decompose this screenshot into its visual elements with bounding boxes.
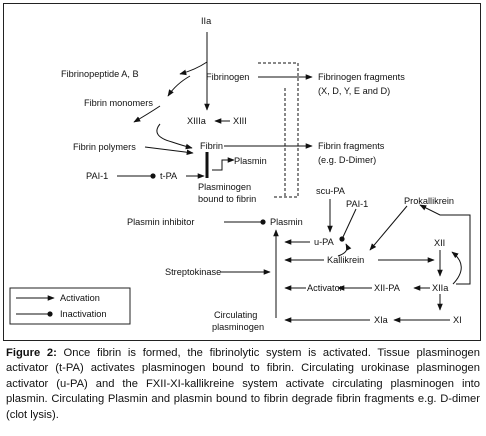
label-xiipa: XII-PA [374, 283, 401, 293]
label-activator: Activator [307, 283, 343, 293]
legend-activation-label: Activation [60, 293, 100, 303]
inhibit-dot-pai1-tpa [150, 173, 156, 179]
label-circulating-2: plasminogen [212, 322, 264, 332]
label-plasmin: Plasmin [270, 217, 303, 227]
label-xii: XII [434, 238, 445, 248]
label-fibrinogen-fragments-1: Fibrinogen fragments [318, 72, 405, 82]
fibrinolysis-diagram: IIa Fibrinopeptide A, B Fibrinogen Fibri… [9, 16, 471, 332]
arrow-prokallikrein-kallikrein [369, 205, 408, 251]
legend-inactivation-dot [47, 311, 53, 317]
inhibit-dot-pai1-upa [339, 236, 345, 242]
label-fibrin: Fibrin [200, 141, 223, 151]
label-upa: u-PA [314, 237, 335, 247]
arrow-to-fibrinopeptide [179, 61, 208, 76]
label-plasmin-inhibitor: Plasmin inhibitor [127, 217, 194, 227]
label-pai1-right: PAI-1 [346, 199, 368, 209]
label-xiii: XIII [233, 116, 247, 126]
legend-inactivation-label: Inactivation [60, 309, 106, 319]
label-fibrinogen-fragments-2: (X, D, Y, E and D) [318, 86, 390, 96]
caption-label: Figure 2: [6, 347, 57, 359]
label-kallikrein: Kallikrein [327, 255, 364, 265]
arrow-polymers-fibrin [144, 146, 194, 155]
caption-text: Once fibrin is formed, the fibrinolytic … [6, 347, 480, 421]
arrow-monomers-polymers [133, 105, 161, 123]
arrow-kallikrein-upa [337, 243, 352, 257]
arrow-xiia-prokallikrein [419, 204, 471, 285]
diagram-frame [3, 3, 481, 341]
node-labels: IIa Fibrinopeptide A, B Fibrinogen Fibri… [61, 16, 462, 332]
figure-caption: Figure 2: Once fibrin is formed, the fib… [6, 346, 480, 423]
arrow-xiiia-fibrin [156, 123, 193, 150]
label-streptokinase: Streptokinase [165, 267, 221, 277]
label-fibrin-polymers: Fibrin polymers [73, 142, 136, 152]
label-xia: XIa [374, 315, 389, 325]
label-xi: XI [453, 315, 462, 325]
label-fibrinopeptide: Fibrinopeptide A, B [61, 69, 139, 79]
label-plasmin-bound: Plasmin [234, 156, 267, 166]
inhibit-pai1-upa [342, 208, 357, 238]
label-scupa: scu-PA [316, 186, 346, 196]
label-fibrin-fragments-2: (e.g. D-Dimer) [318, 155, 376, 165]
arrow-to-fibrin-monomers [167, 75, 191, 97]
label-xiia: XIIa [432, 283, 449, 293]
dashed-plasmin-to-fibrinogen [272, 63, 299, 198]
label-fibrinogen: Fibrinogen [206, 72, 249, 82]
arrow-xiia-loop [451, 251, 462, 285]
label-iia: IIa [201, 16, 212, 26]
label-fibrin-monomers: Fibrin monomers [84, 98, 153, 108]
legend: Activation Inactivation [9, 287, 131, 325]
inhibit-dot-plasmin [260, 219, 266, 225]
label-plasminogen-bound-2: bound to fibrin [198, 194, 256, 204]
arrow-plasminogen-plasmin [212, 157, 235, 171]
label-circulating-1: Circulating [214, 310, 257, 320]
label-xiiia: XIIIa [187, 116, 207, 126]
label-pai1-left: PAI-1 [86, 171, 108, 181]
label-plasminogen-bound-1: Plasminogen [198, 182, 251, 192]
label-tpa: t-PA [160, 171, 178, 181]
label-fibrin-fragments-1: Fibrin fragments [318, 141, 385, 151]
label-prokallikrein: Prokallikrein [404, 196, 454, 206]
connectors [117, 32, 471, 323]
